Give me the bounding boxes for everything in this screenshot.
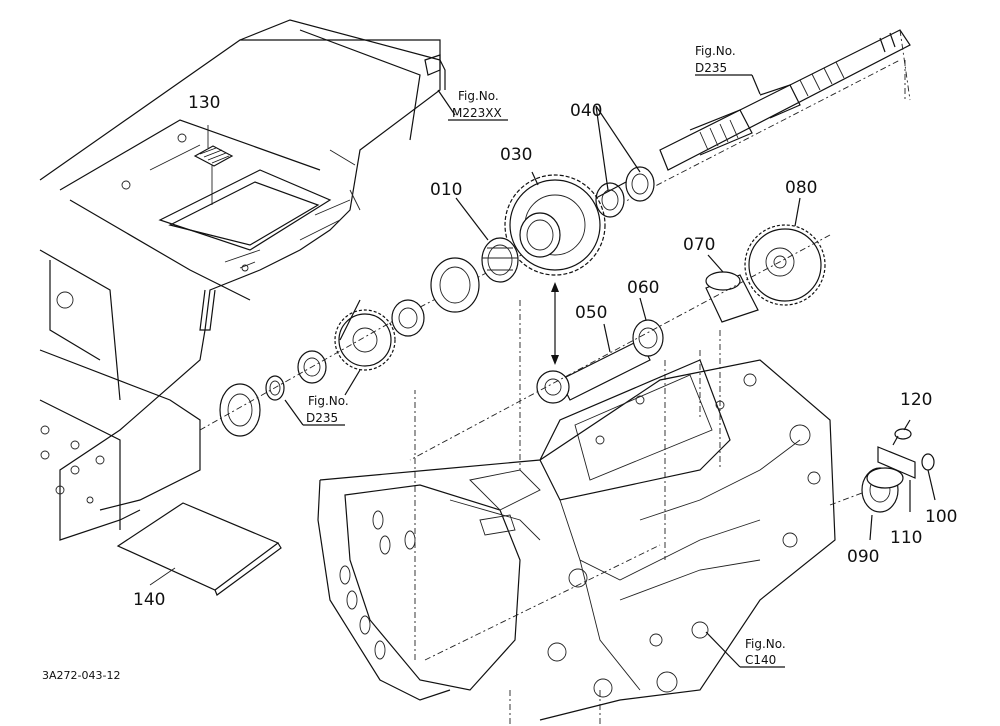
figure-refs: Fig.No. M223XX Fig.No. D235 Fig.No. D235… [306, 44, 786, 667]
part-labels: 130 140 010 030 040 050 060 070 080 090 … [133, 93, 957, 610]
label-090: 090 [847, 547, 879, 567]
fig-ref-m223-line2: M223XX [452, 106, 502, 120]
fig-ref-m223-line1: Fig.No. [458, 89, 499, 103]
side-hardware [861, 419, 936, 541]
label-030: 030 [500, 145, 532, 165]
small-gear-left [334, 299, 396, 396]
part-010-collar [455, 197, 519, 283]
part-040-bearings [595, 105, 655, 218]
label-010: 010 [430, 180, 462, 200]
part-130-decal [193, 125, 234, 205]
label-130: 130 [188, 93, 220, 113]
fig-ref-c140-line1: Fig.No. [745, 637, 786, 651]
label-080: 080 [785, 178, 817, 198]
part-080-gear [409, 197, 831, 461]
left-bearing-stack [199, 319, 396, 437]
leader-lines [284, 74, 785, 668]
label-050: 050 [575, 303, 607, 323]
part-070-sleeve [705, 254, 759, 323]
frame-housing [39, 19, 446, 541]
label-040: 040 [570, 101, 602, 121]
transmission-case [317, 60, 906, 726]
label-140: 140 [133, 590, 165, 610]
fig-ref-d235-left-line2: D235 [306, 411, 338, 425]
label-110: 110 [890, 528, 922, 548]
fig-ref-d235-left-line1: Fig.No. [308, 394, 349, 408]
label-070: 070 [683, 235, 715, 255]
bearing-mid [391, 257, 480, 337]
drawing-code: 3A272-043-12 [42, 669, 120, 682]
part-060-bearing [632, 297, 664, 357]
part-140-sheet [116, 502, 282, 596]
fig-ref-c140-line2: C140 [745, 653, 776, 667]
part-050-pinion-shaft [536, 282, 651, 404]
fig-ref-d235-top-line2: D235 [695, 61, 727, 75]
label-060: 060 [627, 278, 659, 298]
part-030-gear [504, 171, 606, 276]
fig-ref-d235-top-line1: Fig.No. [695, 44, 736, 58]
label-100: 100 [925, 507, 957, 527]
label-120: 120 [900, 390, 932, 410]
